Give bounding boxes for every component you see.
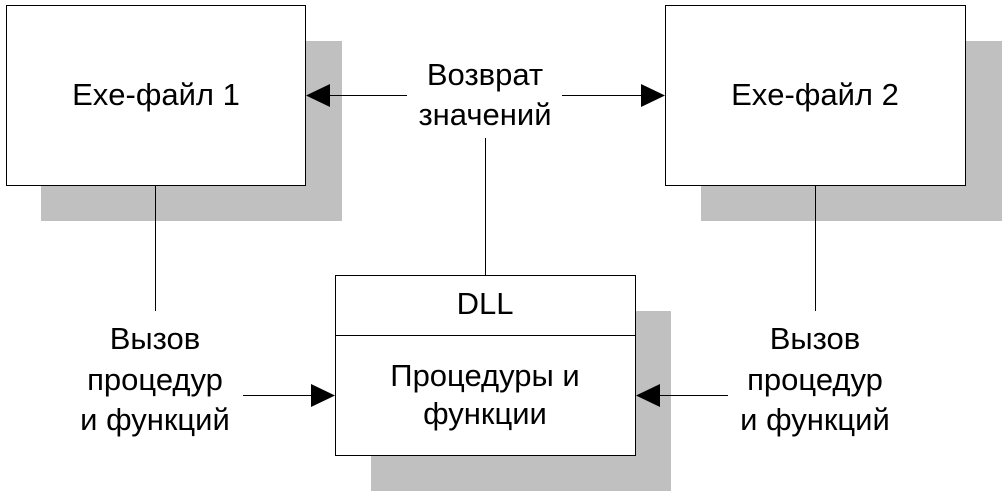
call-left-line-3: и функций: [80, 402, 230, 437]
exe2-box: [665, 5, 966, 186]
dll-box: [335, 275, 636, 456]
call-left-line-2: процедур: [87, 362, 223, 397]
exe1-label: Exe-файл 1: [72, 77, 240, 112]
call-right-line-3: и функций: [740, 402, 890, 437]
return-values-line-1: Возврат: [427, 57, 543, 92]
exe1-box: [6, 5, 306, 186]
call-right-line-2: процедур: [747, 362, 883, 397]
call-right-line-1: Вызов: [770, 321, 861, 356]
return-arrow-right-head: [641, 84, 665, 107]
dll-header-label: DLL: [457, 286, 514, 321]
return-values-line-2: значений: [418, 97, 551, 132]
call-left-arrow-head: [311, 384, 335, 407]
dll-body-line-1: Процедуры и: [390, 358, 579, 393]
return-arrow-left-head: [306, 84, 330, 107]
dll-body-line-2: функции: [423, 396, 547, 431]
call-left-line-1: Вызов: [110, 321, 201, 356]
call-right-arrow-head: [636, 384, 660, 407]
exe2-label: Exe-файл 2: [731, 77, 899, 112]
